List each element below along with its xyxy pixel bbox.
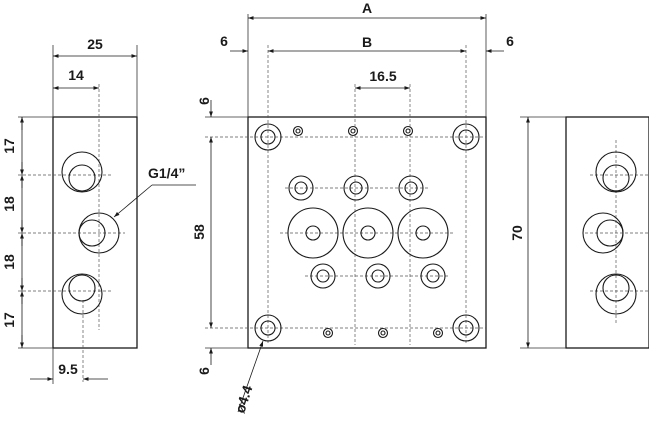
large-port-2 — [342, 207, 394, 259]
mount-hole-leader — [237, 340, 264, 413]
left-side-view: 25 14 9.5 17 18 18 17 G1/4” — [1, 36, 196, 384]
left-port-top — [61, 151, 103, 193]
dim-6-bottom-label: 6 — [196, 367, 212, 375]
dim-18-lower-label: 18 — [1, 254, 17, 270]
right-port-middle — [582, 212, 624, 254]
medium-hole-lower-2 — [365, 263, 391, 289]
dim-b-label: B — [362, 34, 372, 50]
mount-hole-top-left — [254, 123, 282, 151]
small-hole-top-1 — [292, 125, 304, 137]
dim-6-right-label: 6 — [506, 33, 514, 49]
dim-a-label: A — [362, 0, 372, 16]
right-side-view: 70 — [509, 116, 649, 349]
right-port-bottom — [595, 273, 637, 315]
thread-label: G1/4” — [148, 165, 185, 181]
left-port-middle — [78, 212, 120, 254]
front-view: A B 6 6 16.5 6 58 6 — [191, 0, 514, 415]
small-hole-bottom-3 — [432, 327, 444, 339]
medium-hole-upper-2 — [343, 175, 369, 201]
dim-6-left-label: 6 — [220, 33, 228, 49]
mount-hole-top-right — [452, 123, 480, 151]
dim-18-upper-label: 18 — [1, 196, 17, 212]
dim-25-label: 25 — [87, 36, 103, 52]
mount-hole-bottom-left — [254, 314, 282, 342]
thread-leader — [113, 184, 153, 218]
large-port-1 — [287, 207, 339, 259]
mount-hole-label: ø4.4 — [232, 383, 256, 415]
medium-hole-upper-3 — [398, 175, 424, 201]
mount-hole-bottom-right — [452, 314, 480, 342]
small-hole-bottom-2 — [377, 327, 389, 339]
dim-6-top-label: 6 — [196, 97, 212, 105]
large-port-3 — [397, 207, 449, 259]
small-hole-bottom-1 — [322, 327, 334, 339]
right-view-body — [565, 116, 649, 349]
left-view-body — [52, 116, 138, 349]
medium-hole-lower-1 — [310, 263, 336, 289]
left-port-bottom — [61, 273, 103, 315]
medium-hole-upper-1 — [288, 175, 314, 201]
small-hole-top-3 — [402, 125, 414, 137]
dim-17-bottom-label: 17 — [1, 312, 17, 328]
dim-16-5-label: 16.5 — [369, 68, 396, 84]
dim-70-label: 70 — [509, 225, 525, 241]
small-hole-top-2 — [347, 125, 359, 137]
right-port-top — [595, 151, 637, 193]
dim-14-label: 14 — [68, 67, 84, 83]
medium-hole-lower-3 — [420, 263, 446, 289]
front-view-body — [247, 116, 487, 349]
dim-9-5-label: 9.5 — [58, 361, 78, 377]
dim-58-label: 58 — [191, 224, 207, 240]
dim-17-top-label: 17 — [1, 138, 17, 154]
